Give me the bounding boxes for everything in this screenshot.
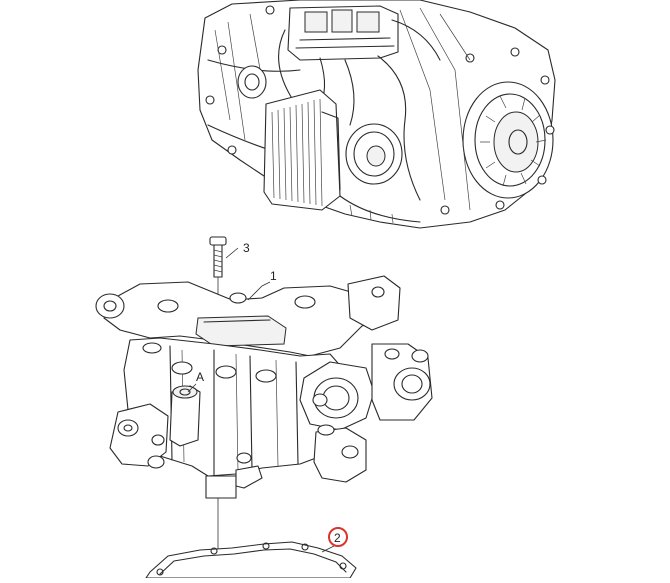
gasket-2: 2 (145, 527, 357, 579)
callout-label-1: 1 (270, 269, 277, 283)
callout-label-3: 3 (243, 241, 250, 255)
transmission-assembly (197, 0, 556, 229)
callout-label-a: A (196, 370, 204, 384)
module-fins (271, 98, 323, 207)
highlight-ring[interactable] (328, 527, 348, 547)
bolt-3: 3 (209, 236, 250, 278)
valve-block-1: A 1 (95, 269, 433, 499)
bell-rim-ridges (480, 95, 547, 187)
callout-label-2[interactable]: 2 (334, 531, 341, 545)
rim-bolts (205, 5, 555, 215)
gasket-bolt-holes (156, 542, 347, 576)
